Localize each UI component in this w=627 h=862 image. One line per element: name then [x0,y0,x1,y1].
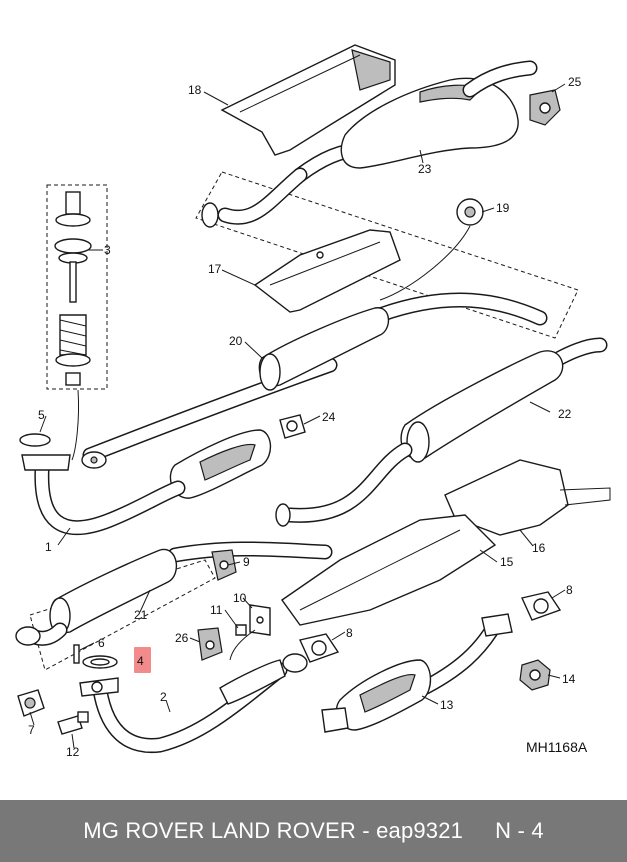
catalyst-24 [169,414,306,499]
gasket-8-lower [299,633,340,663]
callout-11: 11 [210,603,223,617]
callout-5: 5 [38,408,45,422]
bolt-11 [235,624,247,636]
callout-1: 1 [45,540,52,554]
footer-bar: MG ROVER LAND ROVER - eap9321 N - 4 [0,800,627,862]
nut-14 [519,659,551,691]
callout-23: 23 [418,162,432,176]
callout-17: 17 [208,262,222,276]
callout-7: 7 [28,723,35,737]
stud-6 [73,644,80,664]
callout-9: 9 [243,555,250,569]
callout-18: 18 [188,83,202,97]
callout-13: 13 [440,698,454,712]
front-pipe-1 [19,433,186,536]
callout-6: 6 [98,636,105,650]
rear-silencer [201,60,538,228]
exhaust-system-diagram: 18 25 23 19 3 17 20 24 5 22 1 16 15 9 8 … [15,44,611,759]
callout-14: 14 [562,672,576,686]
rear-heat-shield [220,44,396,156]
callout-19: 19 [496,201,510,215]
gasket-8-upper [521,591,562,621]
sensor-12 [57,711,89,735]
front-silencer-21 [15,541,333,646]
mounting-rubber-9 [211,549,237,581]
mounting-rubber-25 [529,89,561,126]
heat-shield-15 [281,514,497,626]
diagram-reference-code: MH1168A [526,739,588,755]
footer-title: MG ROVER LAND ROVER - eap9321 [83,818,464,843]
gasket-4 [82,655,118,669]
down-pipe-2 [79,653,308,754]
intermediate-pipe-silencer [81,292,548,469]
callout-15: 15 [500,555,514,569]
oxygen-sensor-7 [17,689,45,717]
callout-10: 10 [233,591,247,605]
callout-25: 25 [568,75,582,89]
callout-8-upper: 8 [566,583,573,597]
footer-page-number: N - 4 [495,818,544,843]
callout-4: 4 [137,654,144,668]
callout-26: 26 [175,631,189,645]
leader-lines [29,83,566,749]
callout-3: 3 [104,243,111,257]
callout-labels: 18 25 23 19 3 17 20 24 5 22 1 16 15 9 8 … [28,75,582,759]
callout-20: 20 [229,334,243,348]
intermediate-heat-shield [253,229,401,313]
bracket-10 [229,604,271,661]
grommet-19 [379,198,484,301]
callout-21: 21 [134,608,148,622]
spring-kit-group-outline [46,184,108,390]
callout-12: 12 [66,745,80,759]
rear-section-group-outline [195,171,579,339]
rear-silencer-22 [275,337,608,527]
callout-8-lower: 8 [346,626,353,640]
callout-16: 16 [532,541,546,555]
mounting-rubber-26 [197,627,223,661]
callout-22: 22 [558,407,572,421]
catalyst-13 [321,613,513,733]
highlight-box-part-4 [134,647,151,673]
callout-24: 24 [322,410,336,424]
spring-bolt-kit [54,191,92,461]
callout-2: 2 [160,690,167,704]
